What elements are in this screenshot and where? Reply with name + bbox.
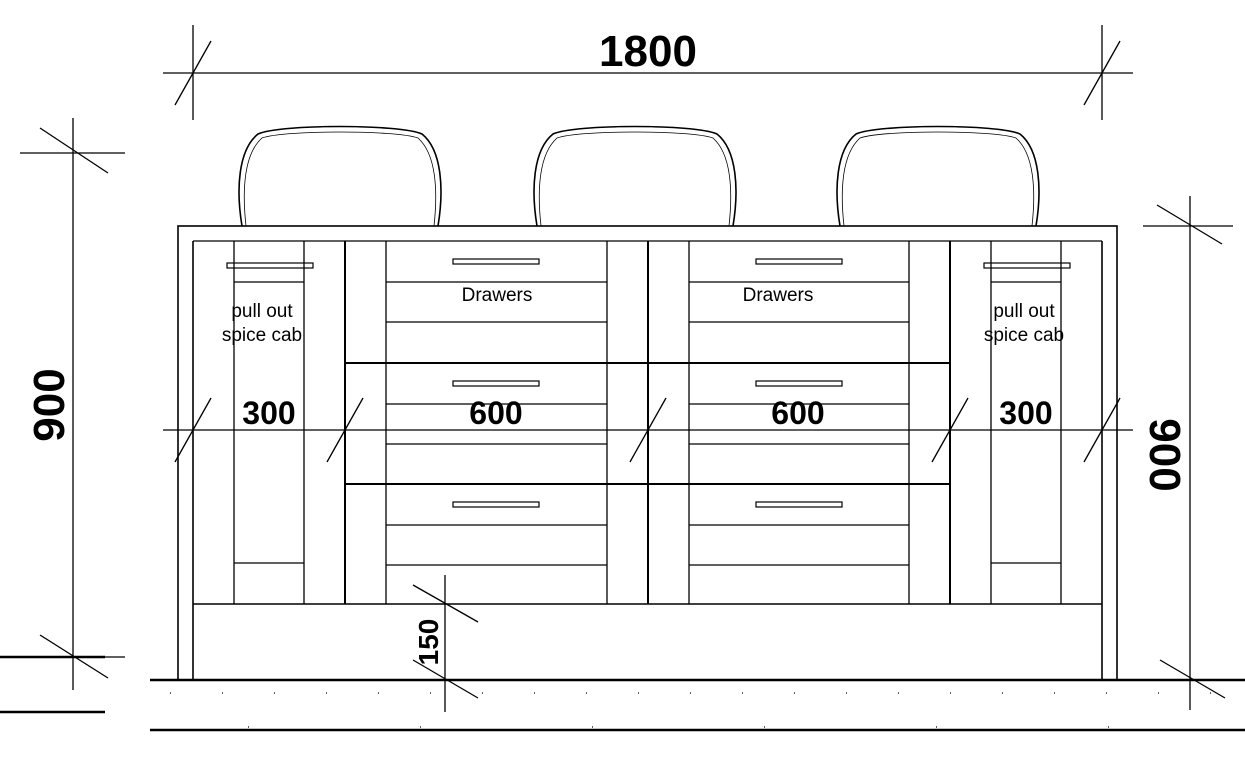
drawers-label-1: Drawers [462,285,533,306]
right-height-label: 900 [1140,418,1189,491]
overall-width-label: 1800 [599,27,697,76]
left-height-label: 900 [25,368,74,441]
section-width-label-2: 600 [469,395,522,431]
dimension-tick [931,397,969,463]
stool-back-inner-1 [243,131,437,227]
dimension-tick [174,397,212,463]
drawer-handle-1-2 [452,380,540,387]
dimension-tick [174,40,212,106]
dimension-tick [629,397,667,463]
drawer-handle-2-1 [755,258,843,265]
spice-cab-label-left-1: pull out [231,301,293,322]
section-width-label-3: 600 [771,395,824,431]
plinth-height-label: 150 [413,619,444,666]
stool-back-2 [533,125,737,227]
stool-back-inner-2 [538,131,732,227]
drawers-label-2: Drawers [743,285,814,306]
spice-cab-label-right-1: pull out [993,301,1055,322]
spice-cab-handle-2 [983,262,1071,269]
spice-cab-label-right-2: spice cab [984,325,1064,346]
stool-back-inner-3 [841,131,1035,227]
drawer-handle-1-1 [452,258,540,265]
drawer-handle-1-3 [452,501,540,508]
spice-cab-handle-1 [226,262,314,269]
dimension-tick [412,584,479,623]
dimension-tick [39,127,109,174]
dimension-tick [1156,204,1223,245]
dimension-tick [1083,397,1121,463]
drawer-handle-2-2 [755,380,843,387]
stool-back-3 [836,125,1040,227]
drawer-handle-2-3 [755,501,843,508]
section-width-label-4: 300 [999,395,1052,431]
stool-back-1 [238,125,442,227]
spice-cab-label-left-2: spice cab [222,325,302,346]
dimension-tick [326,397,364,463]
section-width-label-1: 300 [242,395,295,431]
dimension-tick [1083,40,1121,106]
